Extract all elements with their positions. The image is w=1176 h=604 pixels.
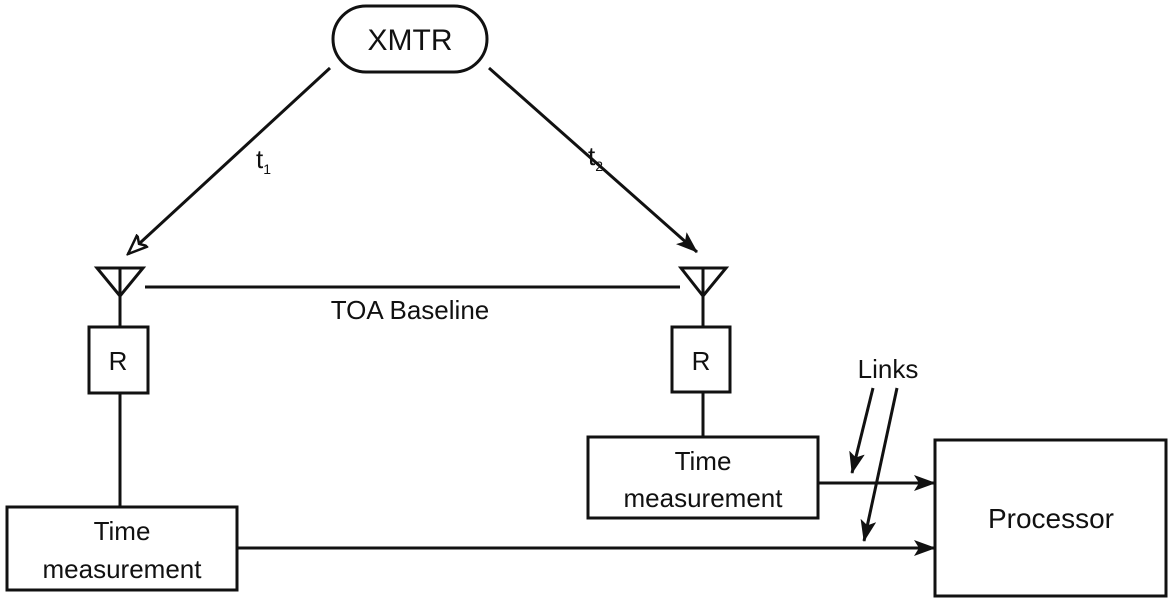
receiver-right-box: [670, 325, 732, 394]
receiver-left-label: R: [109, 346, 128, 376]
processor-box: [933, 438, 1168, 598]
path-left-label: t1: [256, 144, 271, 177]
links-pointer-1: [849, 387, 875, 474]
time-measurement-right-line2: measurement: [624, 483, 784, 513]
links-label: Links: [858, 354, 919, 384]
time-measurement-left-line1: Time: [94, 516, 151, 546]
path-right-label: t2: [588, 141, 603, 174]
time-measurement-left-box: [5, 505, 239, 592]
time-measurement-right-box: [586, 435, 820, 520]
links-pointer-2: [860, 387, 899, 542]
time-measurement-left-line2: measurement: [43, 554, 203, 584]
receiver-right: R: [670, 325, 732, 394]
antenna-right-icon: [677, 266, 730, 327]
toa-baseline-label: TOA Baseline: [331, 295, 490, 325]
transmitter-shape: [331, 4, 489, 74]
processor-node: Processor: [933, 438, 1168, 598]
receiver-right-label: R: [692, 346, 711, 376]
transmitter-node: XMTR: [331, 4, 489, 74]
signal-path-left: [128, 66, 332, 254]
time-measurement-right-line1: Time: [675, 446, 732, 476]
time-measurement-right: Time measurement: [586, 435, 820, 520]
transmitter-label: XMTR: [368, 24, 453, 57]
antenna-left-icon: [93, 266, 147, 327]
receiver-left: R: [87, 325, 150, 395]
processor-label: Processor: [988, 503, 1114, 534]
time-measurement-left: Time measurement: [5, 505, 239, 592]
signal-path-right: [488, 66, 698, 254]
